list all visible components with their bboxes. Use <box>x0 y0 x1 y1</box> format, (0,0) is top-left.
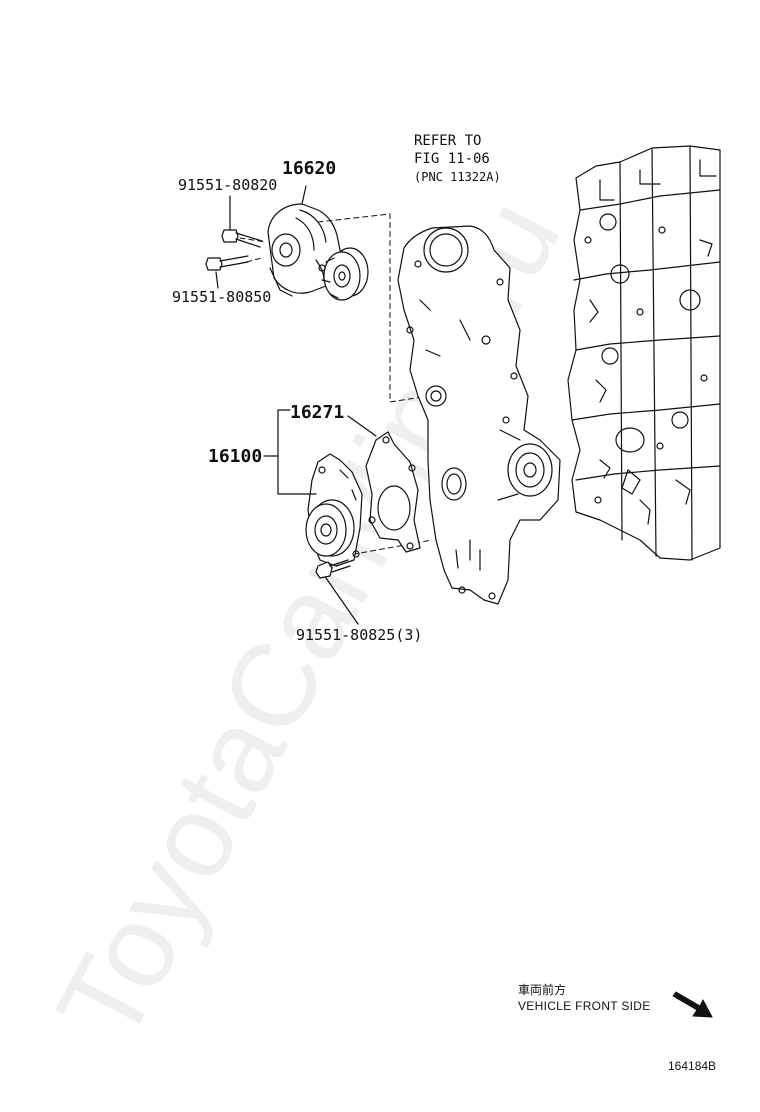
bolt-91551-80820 <box>221 229 263 248</box>
leader-16620 <box>301 185 307 205</box>
engine-block <box>567 145 721 561</box>
figure-id: 164184B <box>668 1059 717 1073</box>
water-pump-16100 <box>305 453 363 567</box>
label-16271: 16271 <box>290 402 345 423</box>
vehicle-front-arrow-icon <box>672 991 713 1018</box>
refer-line-1: REFER TO <box>414 133 482 149</box>
refer-note: REFER TO FIG 11-06 (PNC 11322A) <box>414 132 501 186</box>
leader-16271 <box>347 415 377 437</box>
label-91551-80850: 91551-80850 <box>172 288 272 306</box>
label-91551-80820: 91551-80820 <box>178 176 278 194</box>
label-16620: 16620 <box>282 158 337 179</box>
water-pump-gasket-16271 <box>365 431 421 553</box>
leader-91551-80825 <box>325 577 359 625</box>
timing-chain-cover <box>397 225 561 605</box>
bolt-91551-80825 <box>315 559 351 579</box>
belt-tensioner-16620 <box>267 203 369 301</box>
label-16100: 16100 <box>208 446 263 467</box>
refer-line-2: FIG 11-06 <box>414 151 490 167</box>
label-91551-80825: 91551-80825(3) <box>296 626 423 644</box>
refer-line-3: (PNC 11322A) <box>414 170 501 184</box>
leader-91551-80850 <box>215 271 219 289</box>
vehicle-front-english: VEHICLE FRONT SIDE <box>518 999 651 1013</box>
bracket-16100 <box>263 409 317 495</box>
vehicle-front-japanese: 車両前方 <box>518 983 567 997</box>
